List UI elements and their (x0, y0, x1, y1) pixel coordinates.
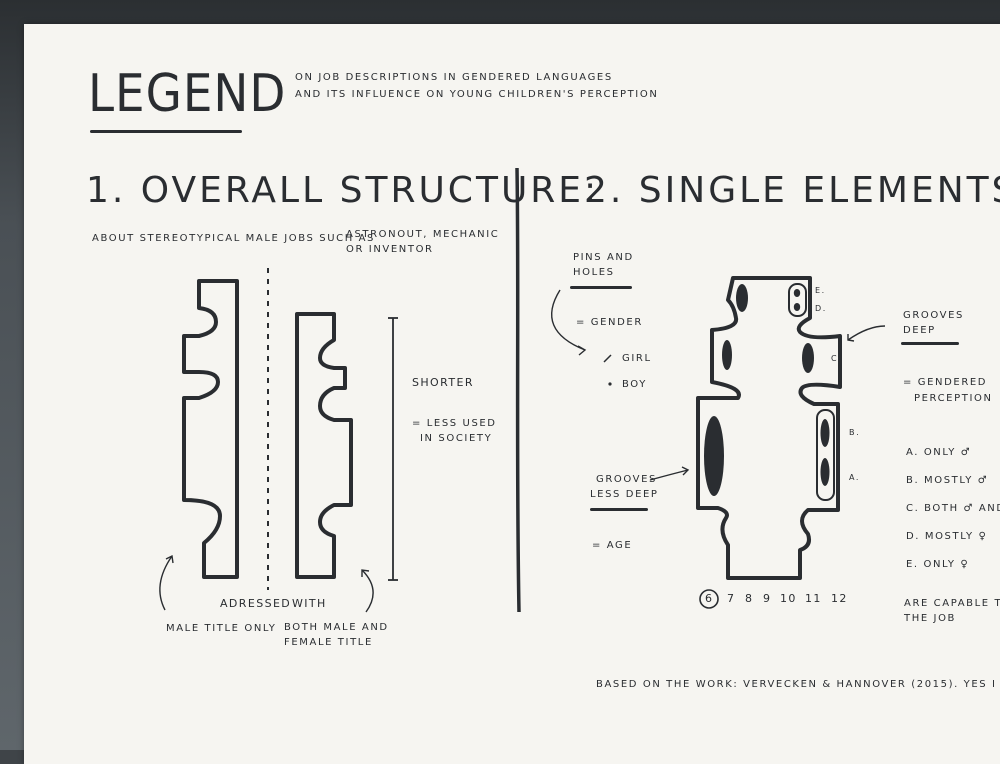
grooves-less-underline (590, 508, 648, 511)
label-gendered-1: = GENDERED (903, 377, 988, 388)
label-with: WITH (292, 597, 327, 610)
age-8: 8 (745, 592, 754, 605)
label-adressed: ADRESSED (220, 597, 292, 610)
label-less-used-1: = LESS USED (412, 418, 497, 429)
pin-large-right (816, 409, 835, 501)
title-underline (90, 130, 242, 133)
pin-top-right (788, 283, 807, 317)
hole-large-left (704, 416, 724, 496)
girl-mark (603, 354, 612, 363)
age-11: 11 (805, 592, 822, 605)
marker-e: E. (815, 286, 826, 295)
option-b: B. MOSTLY ♂ (906, 475, 989, 486)
pins-underline (570, 286, 632, 289)
label-male-title: MALE TITLE ONLY (166, 623, 277, 634)
label-grooves-deep-2: DEEP (903, 325, 936, 336)
hole-mid-left (722, 340, 732, 370)
label-shorter: SHORTER (412, 376, 474, 389)
marker-b: B. (849, 428, 861, 437)
piece-male-title (182, 279, 239, 579)
age-6: 6 (705, 592, 714, 605)
subtitle-line-1: ON JOB DESCRIPTIONS IN GENDERED LANGUAGE… (295, 72, 613, 83)
section1-intro-3: OR INVENTOR (346, 244, 434, 255)
arrow-pins (551, 289, 586, 351)
legend-card (24, 24, 1000, 764)
label-less-used-2: IN SOCIETY (420, 433, 493, 444)
label-capable-1: ARE CAPABLE TO DO (904, 598, 1000, 609)
label-both-2: FEMALE TITLE (284, 637, 373, 648)
section1-heading: 1. OVERALL STRUCTURE: (86, 170, 600, 211)
age-circle (699, 589, 719, 609)
section1-intro-1: ABOUT STEREOTYPICAL MALE JOBS SUCH AS (92, 233, 375, 244)
piece-single-element (696, 276, 842, 580)
arrow-grooves-deep (847, 325, 886, 341)
label-gender: = GENDER (576, 317, 643, 328)
label-capable-2: THE JOB (904, 613, 957, 624)
marker-d: D. (815, 304, 827, 313)
subtitle-line-2: AND ITS INFLUENCE ON YOUNG CHILDREN'S PE… (295, 89, 659, 100)
section1-intro-2: ASTRONOUT, MECHANIC (346, 229, 500, 240)
age-12: 12 (831, 592, 848, 605)
marker-a: A. (849, 473, 861, 482)
arrow-grooves-less (649, 469, 689, 481)
source-citation: BASED ON THE WORK: VERVECKEN & HANNOVER … (596, 679, 1000, 690)
label-grooves-less-2: LESS DEEP (590, 489, 659, 500)
label-pins-1: PINS AND (573, 252, 634, 263)
age-7: 7 (727, 592, 736, 605)
hole-mid-right (802, 343, 814, 373)
section2-heading: 2. SINGLE ELEMENTS (584, 170, 1000, 211)
boy-mark (608, 382, 612, 386)
label-grooves-less-1: GROOVES (596, 474, 657, 485)
option-d: D. MOSTLY ♀ (906, 531, 988, 542)
label-boy: BOY (622, 379, 647, 390)
option-e: E. ONLY ♀ (906, 559, 970, 570)
hole-top-left (736, 284, 748, 312)
age-9: 9 (763, 592, 772, 605)
age-10: 10 (780, 592, 797, 605)
label-age: = AGE (592, 540, 633, 551)
label-pins-2: HOLES (573, 267, 615, 278)
label-gendered-2: PERCEPTION (914, 393, 993, 404)
arrow-male (159, 555, 173, 611)
marker-c: C. (831, 354, 843, 363)
grooves-deep-underline (901, 342, 959, 345)
label-both-1: BOTH MALE AND (284, 622, 389, 633)
page-title: LEGEND (88, 64, 287, 124)
label-grooves-deep-1: GROOVES (903, 310, 964, 321)
section-divider (515, 167, 521, 613)
piece-both-titles (295, 312, 353, 579)
label-girl: GIRL (622, 353, 652, 364)
option-c: C. BOTH ♂ AND ♀ (906, 503, 1000, 514)
option-a: A. ONLY ♂ (906, 447, 972, 458)
arrow-both (361, 569, 374, 613)
